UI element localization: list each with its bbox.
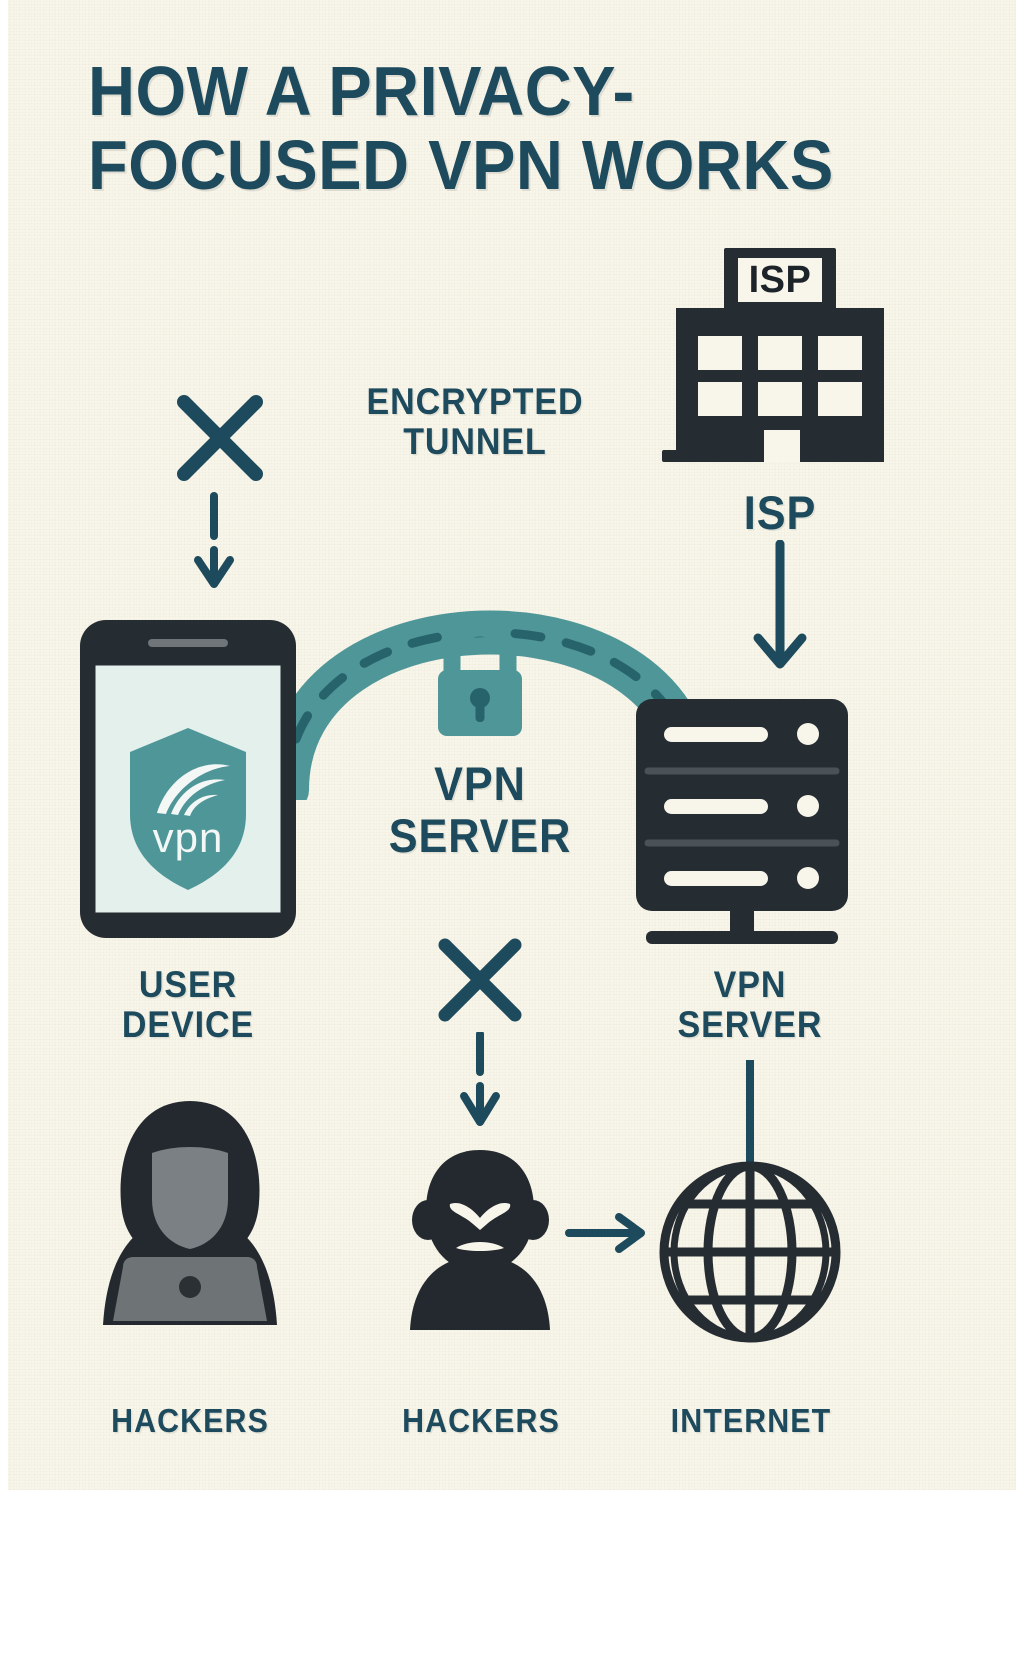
angry-person-icon — [388, 1148, 573, 1330]
vpn-server-center-line-2: SERVER — [388, 809, 572, 862]
user-device-line-2: DEVICE — [121, 1004, 255, 1045]
page-title: HOW A PRIVACY- FOCUSED VPN WORKS — [88, 54, 948, 202]
blocked-x-icon-center — [434, 934, 526, 1026]
isp-to-server-arrow — [735, 539, 825, 685]
isp-building-icon: ISP — [660, 248, 900, 480]
right-page-edge — [1016, 0, 1024, 1490]
title-line-2: FOCUSED VPN WORKS — [88, 126, 834, 204]
vpn-shield-text: vpn — [152, 814, 224, 861]
title-line-1: HOW A PRIVACY- — [88, 52, 635, 130]
internet-label: INTERNET — [670, 1402, 832, 1439]
hackers-center-label: HACKERS — [402, 1402, 560, 1439]
hooded-hacker-laptop-icon — [85, 1095, 295, 1325]
blocked-arrow-center — [452, 1030, 512, 1142]
hacker-to-internet-arrow — [565, 1208, 655, 1258]
hackers-left-label: HACKERS — [111, 1402, 269, 1439]
left-page-edge — [0, 0, 8, 1490]
server-to-internet-line — [741, 1056, 759, 1174]
padlock-icon — [420, 616, 540, 741]
blocked-x-icon-top — [172, 390, 268, 486]
globe-icon — [658, 1160, 843, 1345]
isp-label: ISP — [743, 486, 817, 539]
smartphone-icon: vpn — [78, 618, 298, 940]
blocked-arrow-top — [192, 492, 252, 602]
tunnel-label-line-2: TUNNEL — [403, 421, 547, 462]
vpn-server-center-line-1: VPN — [434, 757, 526, 810]
user-device-line-1: USER — [138, 964, 238, 1005]
vpn-server-center-label: VPN SERVER — [360, 758, 599, 862]
poster-canvas: HOW A PRIVACY- FOCUSED VPN WORKS — [0, 0, 1024, 1490]
vpn-server-right-line-1: VPN — [713, 964, 787, 1005]
tunnel-label: ENCRYPTED TUNNEL — [300, 382, 650, 462]
user-device-label: USER DEVICE — [82, 965, 294, 1045]
vpn-server-right-line-2: SERVER — [677, 1004, 823, 1045]
vpn-server-right-label: VPN SERVER — [644, 965, 856, 1045]
tunnel-label-line-1: ENCRYPTED — [366, 381, 584, 422]
isp-sign-text: ISP — [748, 258, 812, 301]
server-rack-icon — [632, 695, 852, 950]
